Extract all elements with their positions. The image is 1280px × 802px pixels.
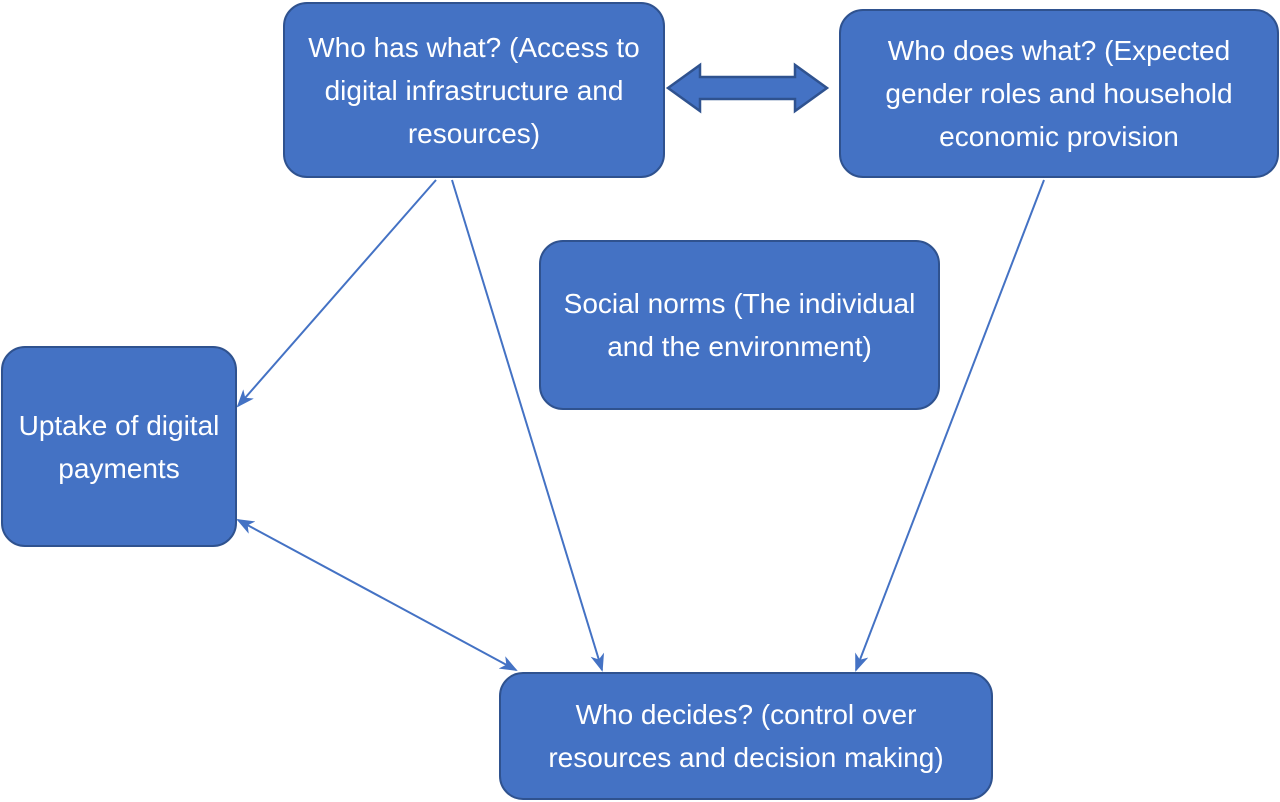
- edge-access-decides: [451, 179, 605, 672]
- node-who-decides: Who decides? (control over resources and…: [499, 672, 993, 800]
- edge-roles-decides: [855, 179, 1045, 672]
- edge-uptake-decides: [236, 519, 518, 671]
- node-social-norms: Social norms (The individual and the env…: [539, 240, 940, 410]
- edge-access-uptake: [236, 179, 437, 408]
- node-who-does-what-label: Who does what? (Expected gender roles an…: [885, 35, 1233, 152]
- node-uptake-digital-payments-label: Uptake of digital payments: [18, 409, 220, 484]
- node-who-has-what: Who has what? (Access to digital infrast…: [283, 2, 665, 178]
- node-who-decides-label: Who decides? (control over resources and…: [548, 699, 944, 773]
- node-who-does-what: Who does what? (Expected gender roles an…: [839, 9, 1279, 178]
- node-social-norms-label: Social norms (The individual and the env…: [563, 288, 916, 362]
- edge-access-roles: [665, 62, 830, 114]
- node-uptake-digital-payments: Uptake of digital payments: [1, 346, 237, 547]
- node-who-has-what-label: Who has what? (Access to digital infrast…: [308, 31, 640, 149]
